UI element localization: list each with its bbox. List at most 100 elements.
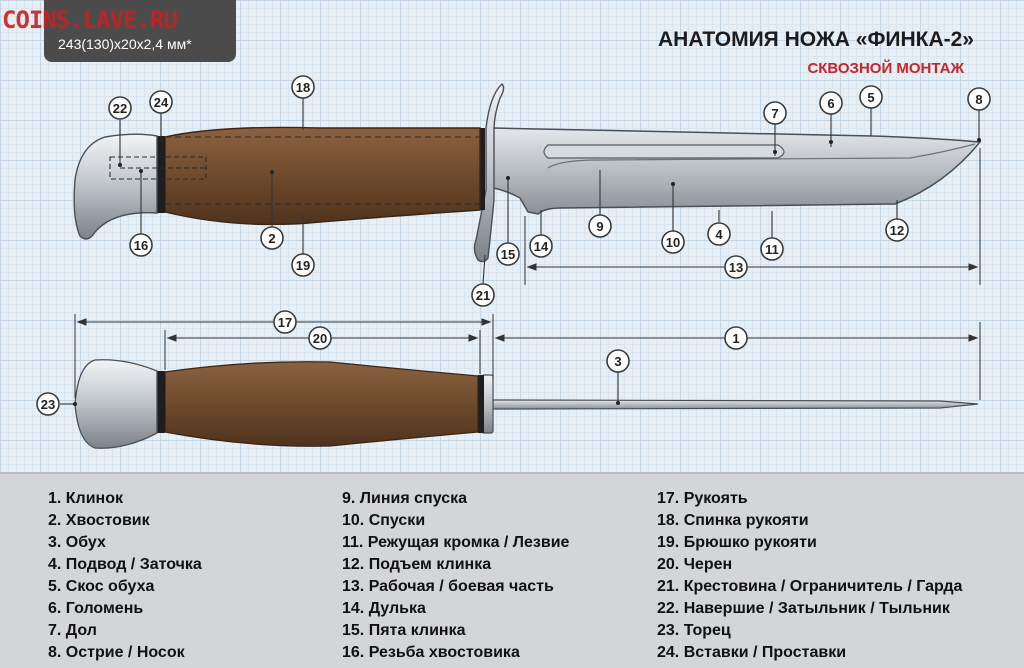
legend-item: 20. Черен — [657, 556, 733, 573]
svg-text:18: 18 — [296, 80, 310, 95]
svg-text:9: 9 — [596, 219, 603, 234]
legend-item: 7. Дол — [48, 622, 97, 639]
callout-21: 21 — [471, 283, 495, 307]
legend-panel — [0, 472, 1024, 668]
knife-top-view — [74, 359, 979, 449]
callout-22: 22 — [108, 96, 132, 120]
legend-item: 24. Вставки / Проставки — [657, 644, 847, 661]
blade — [492, 127, 982, 215]
svg-text:11: 11 — [765, 242, 779, 257]
legend-item: 23. Торец — [657, 622, 731, 639]
legend-item: 9. Линия спуска — [342, 490, 467, 507]
legend-item: 5. Скос обуха — [48, 578, 155, 595]
watermark: COINS.LAVE.RU — [2, 6, 178, 34]
callout-20: 20 — [308, 326, 332, 350]
size-badge: 243(130)x20x2,4 мм* — [44, 0, 236, 62]
knife-side-view — [73, 83, 982, 263]
legend-item: 8. Острие / Носок — [48, 644, 185, 661]
svg-text:12: 12 — [890, 223, 904, 238]
svg-text:1: 1 — [732, 331, 739, 346]
callout-24: 24 — [149, 90, 173, 114]
legend-column-3: 17. Рукоять 18. Спинка рукояти 19. Брюшк… — [657, 488, 962, 664]
callout-7: 7 — [763, 101, 787, 125]
svg-text:17: 17 — [278, 315, 292, 330]
legend-item: 14. Дулька — [342, 600, 426, 617]
svg-text:22: 22 — [113, 101, 127, 116]
legend-item: 21. Крестовина / Ограничитель / Гарда — [657, 578, 963, 595]
callout-15: 15 — [496, 242, 520, 266]
svg-text:5: 5 — [867, 90, 874, 105]
blade-bevel-line — [547, 143, 976, 169]
svg-text:24: 24 — [154, 95, 169, 110]
svg-text:20: 20 — [313, 331, 327, 346]
legend-item: 12. Подъем клинка — [342, 556, 492, 573]
callout-3: 3 — [606, 349, 630, 373]
svg-text:16: 16 — [134, 238, 148, 253]
size-label: 243(130)x20x2,4 мм* — [58, 36, 192, 52]
diagram-subtitle: СКВОЗНОЙ МОНТАЖ — [807, 60, 964, 77]
legend-item: 17. Рукоять — [657, 490, 748, 507]
pommel-top — [74, 359, 158, 449]
callout-6: 6 — [819, 91, 843, 115]
callout-16: 16 — [129, 233, 153, 257]
legend-item: 10. Спуски — [342, 512, 426, 529]
callout-19: 19 — [291, 253, 315, 277]
guard — [473, 83, 505, 263]
legend-item: 11. Режущая кромка / Лезвие — [342, 534, 570, 551]
spine-rod — [492, 399, 979, 410]
tang-outline — [109, 156, 207, 180]
svg-text:4: 4 — [715, 227, 723, 242]
legend-item: 2. Хвостовик — [48, 512, 150, 529]
legend-column-1: 1. Клинок 2. Хвостовик 3. Обух 4. Подвод… — [48, 488, 202, 664]
callout-18: 18 — [291, 75, 315, 99]
legend-item: 19. Брюшко рукояти — [657, 534, 817, 551]
callout-13: 13 — [724, 255, 748, 279]
legend-item: 6. Голомень — [48, 600, 144, 617]
legend-item: 18. Спинка рукояти — [657, 512, 809, 529]
svg-text:13: 13 — [729, 260, 743, 275]
svg-text:23: 23 — [41, 397, 55, 412]
legend-item: 16. Резьба хвостовика — [342, 644, 520, 661]
callout-1: 1 — [724, 326, 748, 350]
svg-text:21: 21 — [476, 288, 490, 303]
rear-spacer-top — [478, 375, 484, 433]
legend-item: 1. Клинок — [48, 490, 123, 507]
svg-text:7: 7 — [771, 106, 778, 121]
fuller — [543, 144, 785, 159]
legend-item: 22. Навершие / Затыльник / Тыльник — [657, 600, 950, 617]
callout-11: 11 — [760, 237, 784, 261]
svg-text:3: 3 — [614, 354, 621, 369]
svg-text:14: 14 — [534, 239, 549, 254]
leader-dots — [73, 138, 981, 406]
callout-23: 23 — [36, 392, 60, 416]
svg-text:10: 10 — [666, 235, 680, 250]
legend-item: 4. Подвод / Заточка — [48, 556, 202, 573]
legend-item: 3. Обух — [48, 534, 106, 551]
legend-item: 13. Рабочая / боевая часть — [342, 578, 554, 595]
front-spacer — [157, 136, 165, 213]
handle-wood-top — [164, 361, 479, 447]
pommel — [73, 133, 158, 240]
svg-text:15: 15 — [501, 247, 515, 262]
callout-10: 10 — [661, 230, 685, 254]
rear-spacer — [479, 128, 485, 210]
callout-17: 17 — [273, 310, 297, 334]
callout-12: 12 — [885, 218, 909, 242]
callout-8: 8 — [967, 87, 991, 111]
callout-4: 4 — [707, 222, 731, 246]
svg-text:6: 6 — [827, 96, 834, 111]
svg-text:2: 2 — [268, 231, 275, 246]
handle-wood — [164, 126, 481, 226]
front-spacer-top — [157, 371, 165, 433]
svg-text:8: 8 — [975, 92, 982, 107]
knife-drawing: 22 24 18 16 2 19 21 15 14 9 10 4 11 12 7… — [36, 75, 991, 449]
callout-5: 5 — [859, 85, 883, 109]
legend-item: 15. Пята клинка — [342, 622, 466, 639]
diagram-title: АНАТОМИЯ НОЖА «ФИНКА-2» — [657, 28, 974, 51]
callout-9: 9 — [588, 214, 612, 238]
callout-2: 2 — [260, 226, 284, 250]
leader-lines — [60, 98, 980, 405]
callout-14: 14 — [529, 234, 553, 258]
svg-text:19: 19 — [296, 258, 310, 273]
